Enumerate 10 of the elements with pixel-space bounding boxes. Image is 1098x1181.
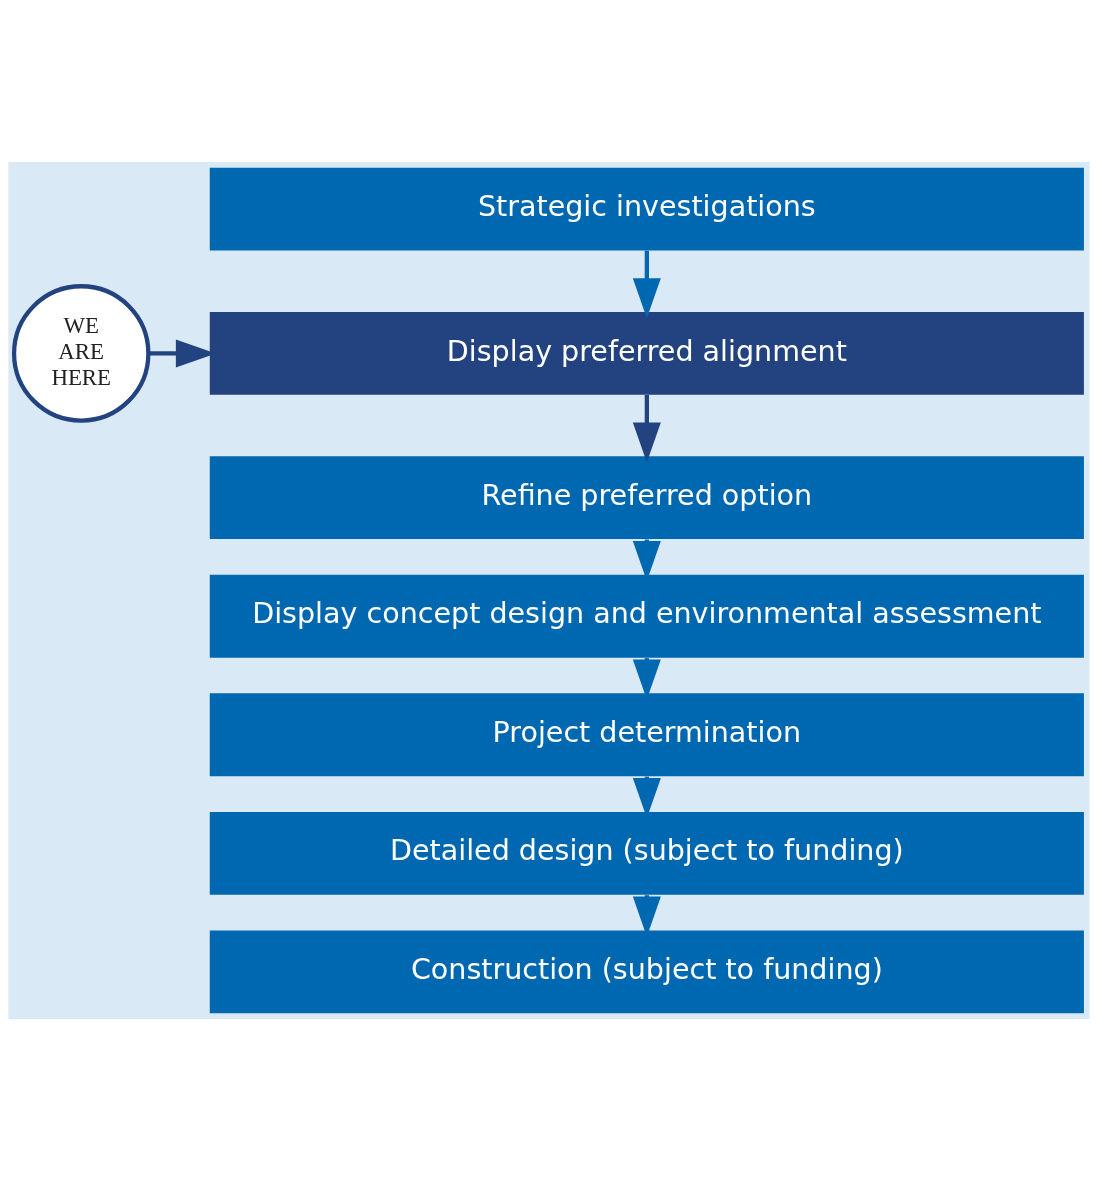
node-box: Strategic investigations <box>209 167 1084 251</box>
node-circle: WE ARE HERE <box>11 284 151 423</box>
arrow <box>632 394 661 463</box>
node-box: Construction (subject to funding) <box>209 930 1084 1014</box>
node-box: Project determination <box>209 693 1084 777</box>
node-box: Display concept design and environmental assessment <box>209 574 1084 658</box>
node-box: Detailed design (subject to funding) <box>209 811 1084 895</box>
arrow <box>632 250 661 319</box>
node-box: Refine preferred option <box>209 456 1084 540</box>
node-box: Display preferred alignment <box>209 312 1084 395</box>
